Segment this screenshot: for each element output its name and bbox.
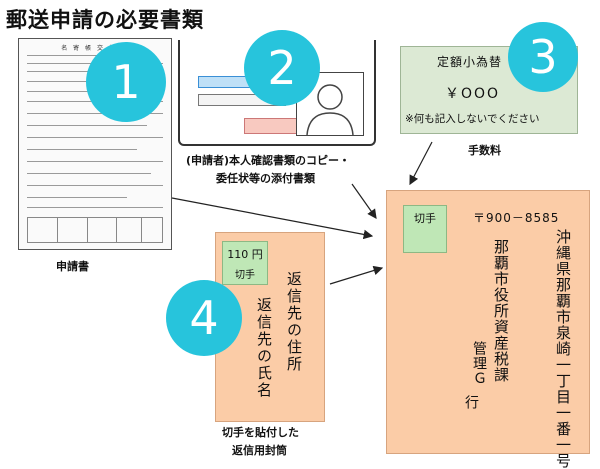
form-line bbox=[27, 71, 137, 72]
destination-recipient: 管理Ｇ bbox=[471, 341, 487, 386]
return-stamp: 110 円 切手 bbox=[222, 241, 268, 285]
arrow-money-to-envelope bbox=[409, 141, 433, 186]
arrow-id-to-envelope bbox=[351, 183, 377, 219]
return-name-label: 返信先の氏名 bbox=[255, 297, 273, 399]
return-stamp-value: 110 円 bbox=[227, 248, 263, 261]
main-stamp-label: 切手 bbox=[414, 212, 436, 225]
form-caption: 申請書 bbox=[56, 260, 89, 273]
form-line bbox=[27, 173, 151, 174]
form-line bbox=[27, 125, 147, 126]
return-address-label: 返信先の住所 bbox=[285, 271, 303, 373]
main-envelope-image: 切手 〒900－8585 沖縄県那覇市泉崎一丁目一番一号 那覇市役所資産税課 管… bbox=[386, 190, 590, 469]
money-order-caption: 手数料 bbox=[468, 144, 501, 157]
form-header: 名 寄 帳 交 付 申 bbox=[61, 45, 129, 52]
step-number-4: 4 bbox=[166, 280, 242, 356]
return-caption-line1: 切手を貼付した bbox=[222, 426, 299, 439]
destination-office: 那覇市役所資産税課 bbox=[492, 239, 510, 383]
form-line bbox=[27, 137, 163, 138]
return-stamp-label: 切手 bbox=[235, 270, 255, 281]
destination-suffix: 行 bbox=[463, 395, 479, 409]
main-stamp: 切手 bbox=[403, 205, 447, 253]
money-order-amount: ￥OOO bbox=[445, 86, 501, 102]
arrow-return-to-envelope bbox=[329, 265, 384, 285]
postal-code: 〒900－8585 bbox=[473, 211, 560, 225]
form-line bbox=[27, 113, 163, 114]
return-caption-line2: 返信用封筒 bbox=[232, 444, 287, 457]
form-table bbox=[27, 217, 163, 243]
step-number-3: 3 bbox=[508, 22, 578, 92]
form-line bbox=[27, 161, 163, 162]
form-line bbox=[27, 149, 137, 150]
step-number-1: 1 bbox=[86, 42, 166, 122]
form-line bbox=[27, 207, 163, 208]
money-order-note: ※何も記入しないでください bbox=[405, 113, 540, 125]
money-order-label: 定額小為替 bbox=[437, 55, 503, 69]
form-line bbox=[27, 197, 127, 198]
id-caption-line2: 委任状等の添付書類 bbox=[216, 172, 315, 185]
step-number-2: 2 bbox=[244, 30, 320, 106]
destination-address: 沖縄県那覇市泉崎一丁目一番一号 bbox=[554, 229, 572, 469]
form-line bbox=[27, 55, 147, 56]
arrow-form-to-envelope bbox=[171, 197, 374, 240]
id-caption-line1: (申請者)本人確認書類のコピー・ bbox=[186, 154, 351, 167]
form-line bbox=[27, 185, 163, 186]
form-line bbox=[27, 91, 127, 92]
page-title: 郵送申請の必要書類 bbox=[6, 8, 204, 32]
